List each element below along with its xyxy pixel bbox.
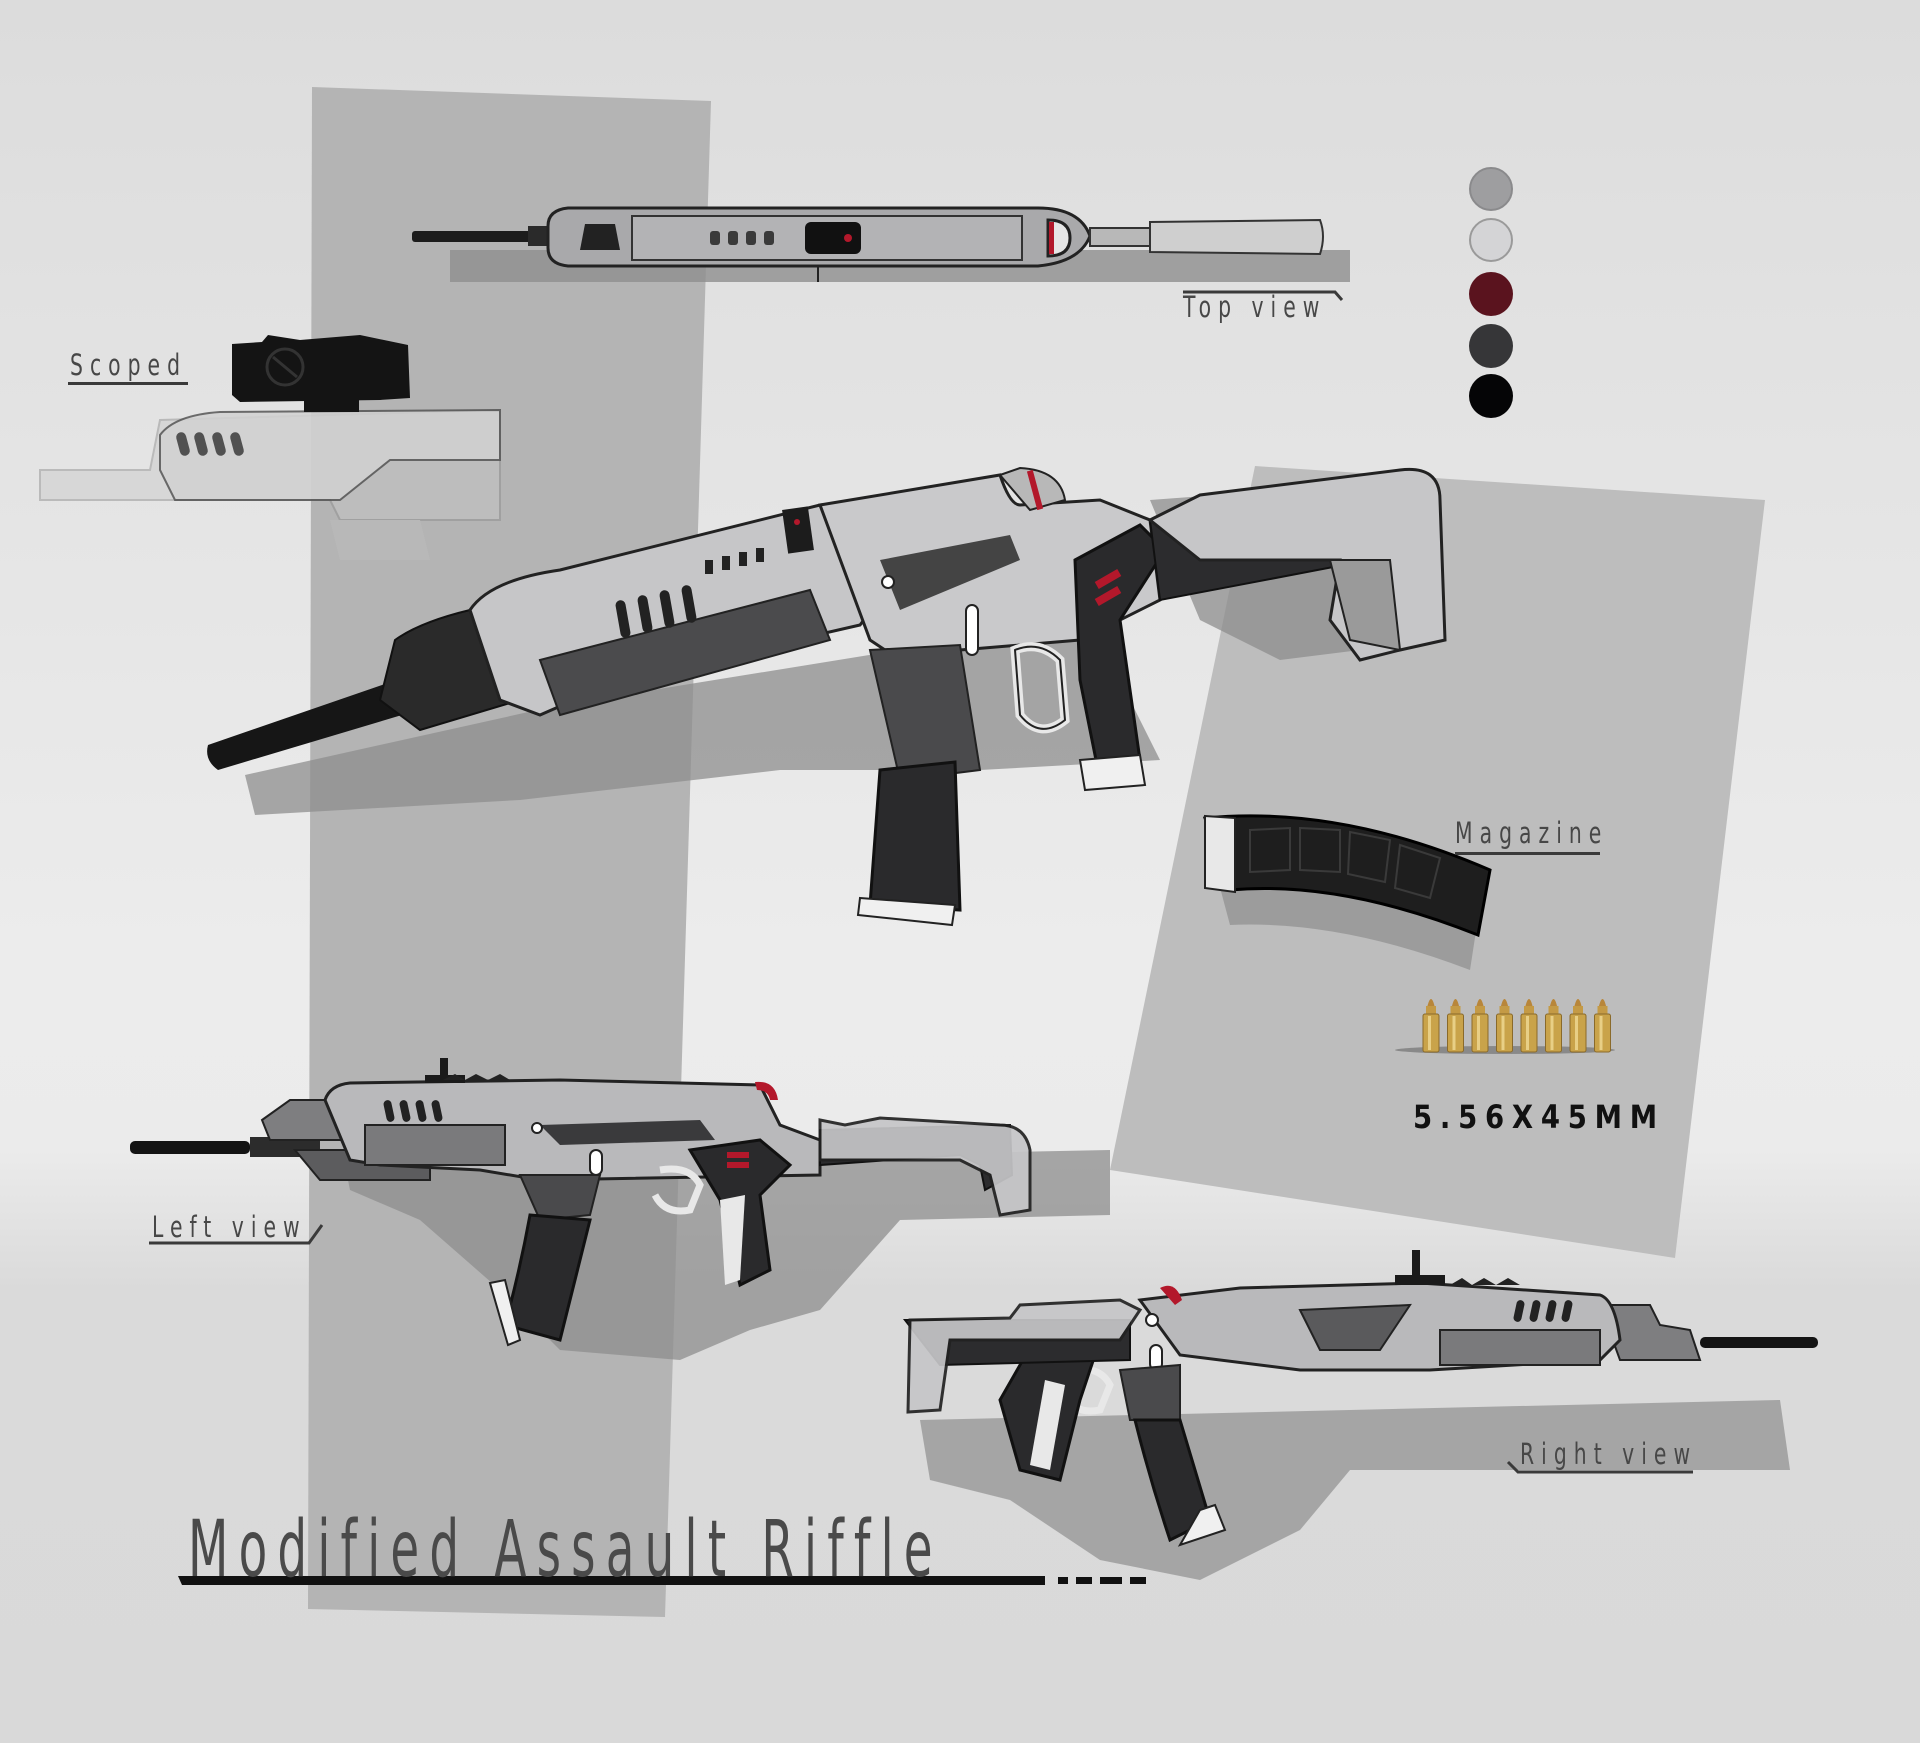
page-title: Modified Assault Riffle [188, 1505, 943, 1595]
bullet-icon [1569, 999, 1587, 1053]
bullet-icon [1545, 999, 1562, 1053]
scoped-underline [68, 382, 188, 385]
ammo-rounds [1395, 999, 1615, 1054]
bullet-icon [1471, 999, 1489, 1053]
right-view-rifle [902, 1250, 1818, 1580]
scoped-rifle [39, 335, 501, 560]
swatch-dark-red [1469, 272, 1513, 316]
right-view-underline [1506, 1460, 1693, 1474]
top-view-rifle [412, 206, 1350, 282]
swatch-light-gray [1469, 218, 1513, 262]
main-rifle [207, 466, 1447, 927]
bullet-icon [1422, 999, 1440, 1053]
top-view-label: Top view [1183, 290, 1327, 324]
scope-optic [232, 335, 410, 412]
magazine-art [1202, 814, 1492, 970]
magazine-label: Magazine [1455, 816, 1609, 850]
caliber-label: 5.56X45MM [1413, 1098, 1665, 1136]
swatch-charcoal [1469, 324, 1513, 368]
scoped-label: Scoped [70, 348, 188, 382]
left-view-underline [149, 1224, 324, 1245]
bullet-icon [1496, 999, 1513, 1053]
left-view-rifle [130, 1058, 1110, 1360]
left-view-label: Left view [152, 1210, 307, 1244]
right-view-label: Right view [1520, 1437, 1698, 1471]
title-underline-dashes [1058, 1577, 1146, 1584]
bullet-icon [1520, 999, 1538, 1053]
swatch-medium-gray [1469, 167, 1513, 211]
title-underline-bar [178, 1576, 1045, 1585]
magazine-underline [1455, 852, 1600, 855]
top-view-underline [1183, 290, 1344, 301]
bullet-icon [1594, 999, 1611, 1053]
bullet-icon [1447, 999, 1464, 1053]
swatch-black [1469, 374, 1513, 418]
